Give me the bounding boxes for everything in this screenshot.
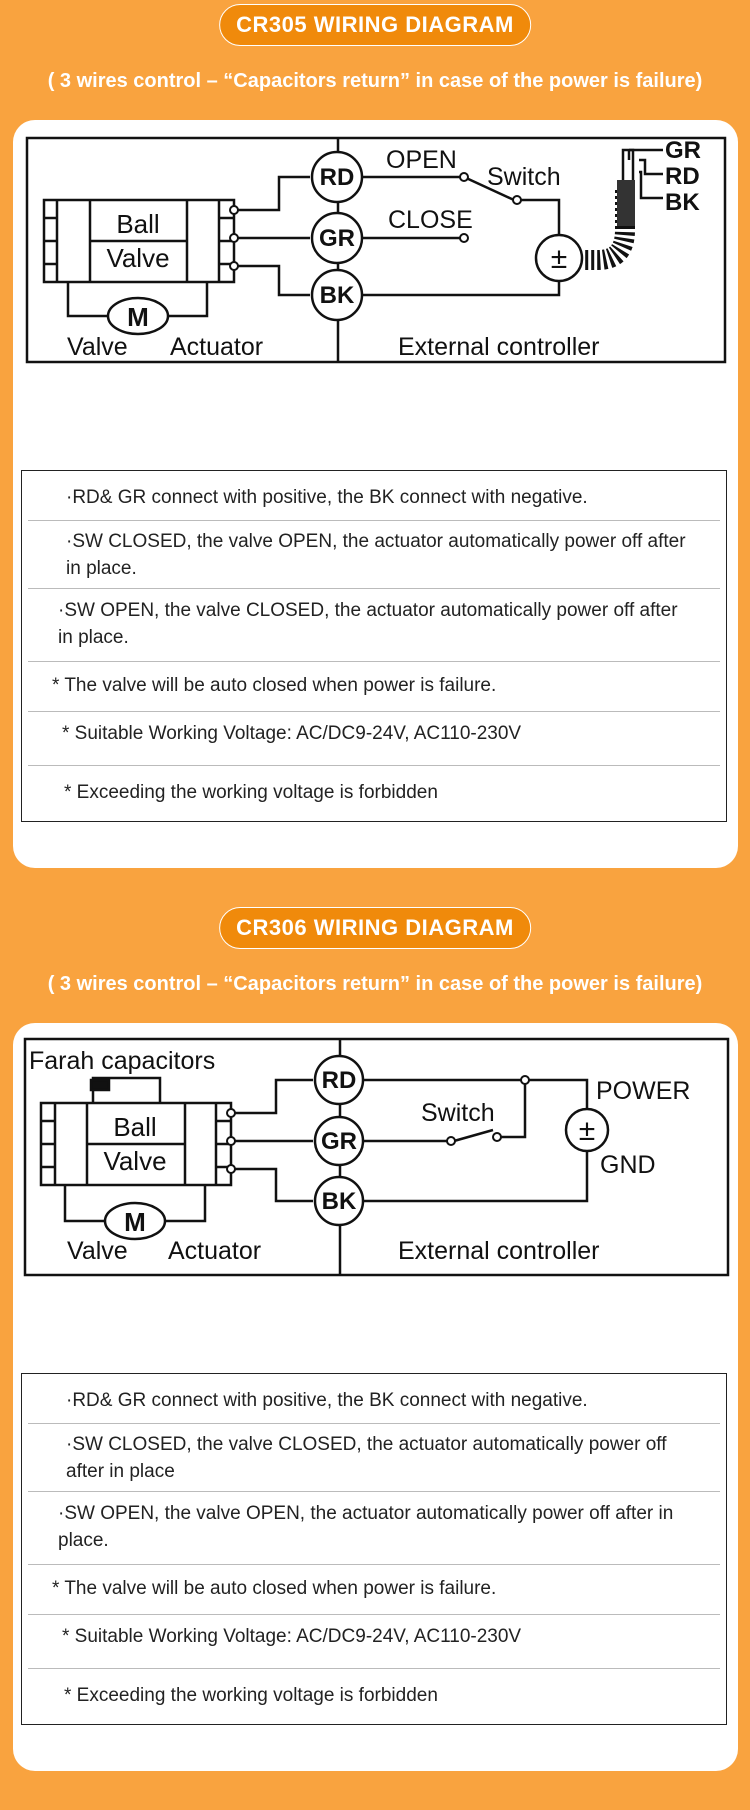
plus-minus-icon: ±: [551, 242, 567, 275]
note-item: ·SW OPEN, the valve OPEN, the actuator a…: [28, 1492, 720, 1565]
notes-box: ·RD& GR connect with positive, the BK co…: [21, 1373, 727, 1725]
valve-caption: Valve: [67, 1237, 128, 1265]
close-label: CLOSE: [388, 206, 473, 234]
switch-label: Switch: [487, 163, 561, 191]
controller-caption: External controller: [398, 1237, 599, 1265]
diagram-card: RD GR BK M Farah capacitors Ball Valve V…: [13, 1023, 738, 1771]
note-item: * Exceeding the working voltage is forbi…: [64, 782, 438, 803]
farah-capacitors-label: Farah capacitors: [29, 1047, 215, 1075]
wiring-diagram-cr306: RD GR BK M Farah capacitors Ball Valve V…: [23, 1037, 730, 1277]
open-label: OPEN: [386, 146, 457, 174]
plus-minus-icon: ±: [579, 1114, 595, 1147]
terminal-rd-label: RD: [320, 164, 355, 191]
valve-caption: Valve: [67, 333, 128, 361]
ball-label: Ball: [116, 209, 159, 239]
wiring-diagram-cr305: RD GR BK M GR RD BK Ball Valve Valve Act…: [25, 136, 727, 364]
section-cr306: CR306 WIRING DIAGRAM ( 3 wires control –…: [0, 903, 750, 1810]
motor-label: M: [124, 1207, 146, 1237]
section-title: CR306 WIRING DIAGRAM: [219, 907, 531, 949]
actuator-caption: Actuator: [168, 1237, 261, 1265]
section-subtitle: ( 3 wires control – “Capacitors return” …: [47, 973, 703, 995]
diagram-card: RD GR BK M GR RD BK Ball Valve Valve Act…: [13, 120, 738, 868]
power-label: POWER: [596, 1077, 690, 1105]
note-item: ·SW CLOSED, the valve OPEN, the actuator…: [28, 521, 720, 589]
ball-label: Ball: [113, 1112, 156, 1142]
controller-caption: External controller: [398, 333, 599, 361]
note-item: * Suitable Working Voltage: AC/DC9-24V, …: [28, 1615, 720, 1669]
valve-label: Valve: [106, 243, 169, 273]
note-item: * Exceeding the working voltage is forbi…: [64, 1685, 438, 1706]
actuator-caption: Actuator: [170, 333, 263, 361]
plug-gr-label: GR: [665, 137, 701, 164]
notes-box: ·RD& GR connect with positive, the BK co…: [21, 470, 727, 822]
plug-rd-label: RD: [665, 163, 700, 190]
motor-label: M: [127, 302, 149, 332]
note-item: * The valve will be auto closed when pow…: [28, 1565, 720, 1615]
plug-bk-label: BK: [665, 189, 700, 216]
section-title: CR305 WIRING DIAGRAM: [219, 4, 531, 46]
section-cr305: CR305 WIRING DIAGRAM ( 3 wires control –…: [0, 0, 750, 880]
terminal-bk-label: BK: [322, 1188, 357, 1215]
terminal-bk-label: BK: [320, 282, 355, 309]
terminal-rd-label: RD: [322, 1067, 357, 1094]
terminal-gr-label: GR: [319, 225, 355, 252]
note-item: ·SW CLOSED, the valve CLOSED, the actuat…: [28, 1424, 720, 1492]
note-item: ·SW OPEN, the valve CLOSED, the actuator…: [28, 589, 720, 662]
switch-label: Switch: [421, 1099, 495, 1127]
terminal-gr-label: GR: [321, 1128, 357, 1155]
note-item: * The valve will be auto closed when pow…: [28, 662, 720, 712]
note-item: * Suitable Working Voltage: AC/DC9-24V, …: [28, 712, 720, 766]
valve-label: Valve: [103, 1146, 166, 1176]
note-item: ·RD& GR connect with positive, the BK co…: [28, 471, 720, 521]
note-item: ·RD& GR connect with positive, the BK co…: [28, 1374, 720, 1424]
section-subtitle: ( 3 wires control – “Capacitors return” …: [47, 70, 703, 92]
gnd-label: GND: [600, 1151, 656, 1179]
